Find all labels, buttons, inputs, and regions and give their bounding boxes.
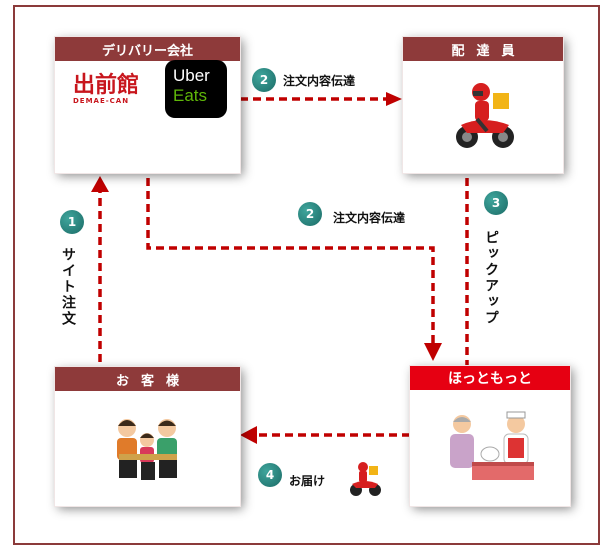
delivery-company-box: デリバリー会社 出前館 DEMAE-CAN Uber Eats bbox=[55, 37, 240, 173]
arrowhead-up bbox=[91, 176, 109, 192]
delivery-company-title: デリバリー会社 bbox=[55, 37, 240, 61]
demae-can-logo: 出前館 DEMAE-CAN bbox=[73, 73, 139, 105]
scooter-rider-illustration bbox=[456, 83, 514, 148]
step-1-label: サイト注文 bbox=[60, 247, 76, 327]
step-3-label: ピックアップ bbox=[483, 230, 499, 326]
customer-box: お客様 bbox=[55, 367, 240, 506]
arrowhead-down bbox=[424, 343, 442, 361]
hottomotto-title: ほっともっと bbox=[410, 366, 570, 390]
flow-arrows bbox=[91, 92, 469, 444]
step-2b-badge: 2 bbox=[298, 202, 322, 226]
step-4-label: お届け bbox=[289, 474, 326, 488]
small-rider-icon bbox=[350, 462, 381, 496]
uber-eats-line1: Uber bbox=[173, 66, 210, 85]
hottomotto-box: ほっともっと bbox=[410, 366, 570, 506]
store-counter-illustration bbox=[450, 411, 534, 480]
step-2b-label: 注文内容伝達 bbox=[333, 211, 406, 225]
uber-eats-logo: Uber Eats bbox=[165, 60, 227, 118]
arrowhead-right bbox=[386, 92, 402, 106]
delivery-person-box: 配達員 bbox=[403, 37, 563, 173]
demae-can-logo-subtext: DEMAE-CAN bbox=[73, 97, 130, 105]
uber-eats-line2: Eats bbox=[173, 86, 208, 105]
delivery-person-title: 配達員 bbox=[403, 37, 563, 61]
step-2a-label: 注文内容伝達 bbox=[283, 74, 356, 88]
step-3-badge: 3 bbox=[484, 191, 508, 215]
step-2a-badge: 2 bbox=[252, 68, 276, 92]
step-1-badge: 1 bbox=[60, 210, 84, 234]
step-4-badge: 4 bbox=[258, 463, 282, 487]
arrowhead-left bbox=[240, 426, 257, 444]
arrow-company-to-hottomotto bbox=[146, 178, 435, 345]
family-illustration bbox=[117, 419, 177, 480]
demae-can-logo-text: 出前館 bbox=[73, 72, 140, 98]
customer-title: お客様 bbox=[55, 367, 240, 391]
